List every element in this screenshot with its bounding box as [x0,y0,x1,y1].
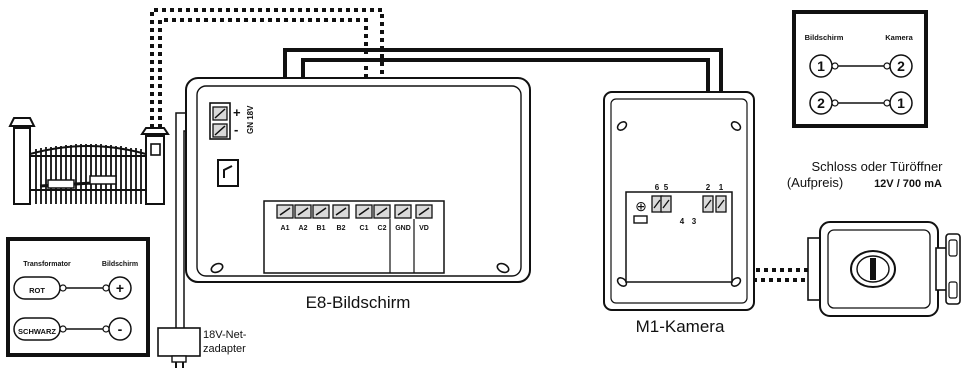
lock-price-note: (Aufpreis) [787,175,843,190]
monitor-terminal-a2[interactable]: A2 [294,204,312,232]
adapter-label-line1: 18V-Net- [203,329,247,341]
lock-spec: 12V / 700 mA [874,178,942,190]
legend-left-value: 2 [817,95,825,111]
power-note-label: GN 18V [246,105,255,134]
monitor-terminal-a1[interactable]: A1 [276,204,294,232]
monitor-terminal-label: B2 [337,225,346,232]
legend-camera-left-header: Bildschirm [805,33,844,42]
camera-name: M1-Kamera [636,317,725,336]
legend-right-value: 2 [897,58,905,74]
lock-illustration [807,221,961,317]
legend-left-value: SCHWARZ [18,327,56,336]
legend-transformer-row: ROT + [13,276,132,300]
camera-power-symbol: ⊕ [635,198,647,214]
monitor-name: E8-Bildschirm [306,293,411,312]
legend-right-value: + [116,280,124,296]
camera-terminal-number: 3 [692,217,697,226]
monitor-terminal-gnd[interactable]: GND [394,204,412,232]
monitor-terminal-c2[interactable]: C2 [373,204,391,232]
monitor-terminal-b1[interactable]: B1 [312,204,330,232]
monitor-terminal-c1[interactable]: C1 [355,204,373,232]
monitor-terminal-label: A1 [281,225,290,232]
monitor-terminal-label: A2 [299,225,308,232]
legend-transformer-wiring: Transformator Bildschirm ROT + SCHWARZ - [6,237,150,357]
legend-transformer-row: SCHWARZ - [13,317,132,341]
camera-terminal-3[interactable]: 3 [692,217,697,226]
legend-transformer-right-header: Bildschirm [102,261,138,268]
power-plus-label: + [233,105,241,120]
monitor-unit: + - GN 18V A1 A2 B1 B2 C1 C2 GND VD E8-Bildschi… [185,77,531,312]
legend-right-value: 1 [897,95,905,111]
monitor-terminal-label: B1 [317,225,326,232]
camera-terminal-number: 5 [664,183,669,192]
legend-left-value: ROT [29,286,45,295]
camera-terminal-4[interactable]: 4 [680,217,685,226]
legend-transformer-left-header: Transformator [23,261,71,268]
monitor-terminal-label: VD [419,225,429,232]
lock-title: Schloss oder Türöffner [811,159,943,174]
monitor-terminal-label: C2 [378,225,387,232]
power-minus-label: - [234,122,238,137]
monitor-terminal-vd[interactable]: VD [415,204,433,232]
monitor-terminal-label: C1 [360,225,369,232]
gate-illustration [8,117,170,205]
camera-terminal-2[interactable]: 2 [702,183,714,213]
camera-terminal-number: 4 [680,217,685,226]
legend-left-value: 1 [817,58,825,74]
camera-terminal-number: 2 [706,183,711,192]
adapter-label-line2: zadapter [203,343,246,355]
camera-terminal-number: 1 [719,183,724,192]
lock-keyhole-icon [870,258,876,280]
monitor-terminal-label: GND [395,225,411,232]
legend-right-value: - [118,321,123,337]
monitor-logo-icon [223,165,233,178]
camera-terminal-5[interactable]: 5 [660,183,672,213]
legend-camera-right-header: Kamera [885,33,913,42]
monitor-terminal-b2[interactable]: B2 [332,204,350,232]
camera-terminal-1[interactable]: 1 [715,183,727,213]
camera-terminal-number: 6 [655,183,660,192]
power-adapter [157,327,201,368]
